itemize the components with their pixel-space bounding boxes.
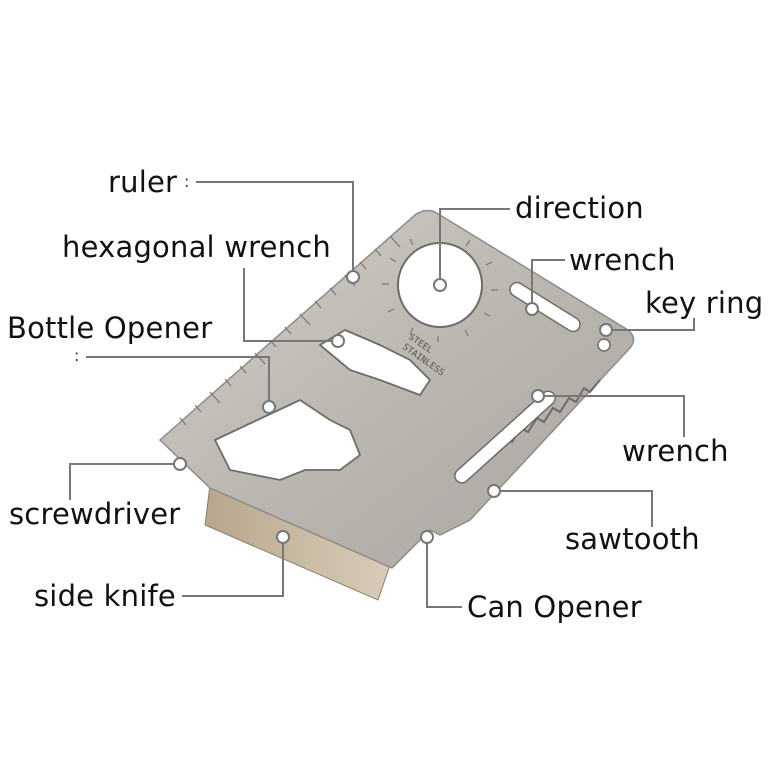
label-side-knife: side knife (34, 579, 176, 613)
label-wrench-right: wrench (622, 434, 729, 468)
label-bottle-opener: Bottle Opener (7, 311, 213, 345)
label-sawtooth: sawtooth (565, 522, 700, 556)
label-direction: direction (515, 191, 644, 225)
anchor-direction (433, 278, 447, 292)
anchor-screwdriver (173, 457, 187, 471)
anchor-side-knife (276, 530, 290, 544)
anchor-sawtooth (487, 484, 501, 498)
label-ruler: ruler (108, 165, 178, 199)
card-body: STAINLESS STEEL (158, 209, 635, 601)
label-hexagonal-wrench: hexagonal wrench (62, 230, 331, 264)
anchor-can-opener (420, 530, 434, 544)
label-wrench-top: wrench (569, 243, 676, 277)
label-key-ring: key ring (645, 286, 764, 320)
label-ruler-colon: : (184, 172, 190, 191)
label-screwdriver: screwdriver (9, 497, 181, 531)
anchor-key-ring (599, 323, 613, 337)
anchor-ruler (346, 270, 360, 284)
anchor-bottle-opener (262, 400, 276, 414)
anchor-points (173, 270, 613, 544)
anchor-wrench-top (525, 302, 539, 316)
anchor-hexagonal-wrench (331, 334, 345, 348)
leader-lines (69, 181, 695, 608)
label-can-opener: Can Opener (467, 590, 642, 624)
anchor-wrench-right (531, 389, 545, 403)
label-bottle-opener-colon: : (74, 346, 80, 365)
